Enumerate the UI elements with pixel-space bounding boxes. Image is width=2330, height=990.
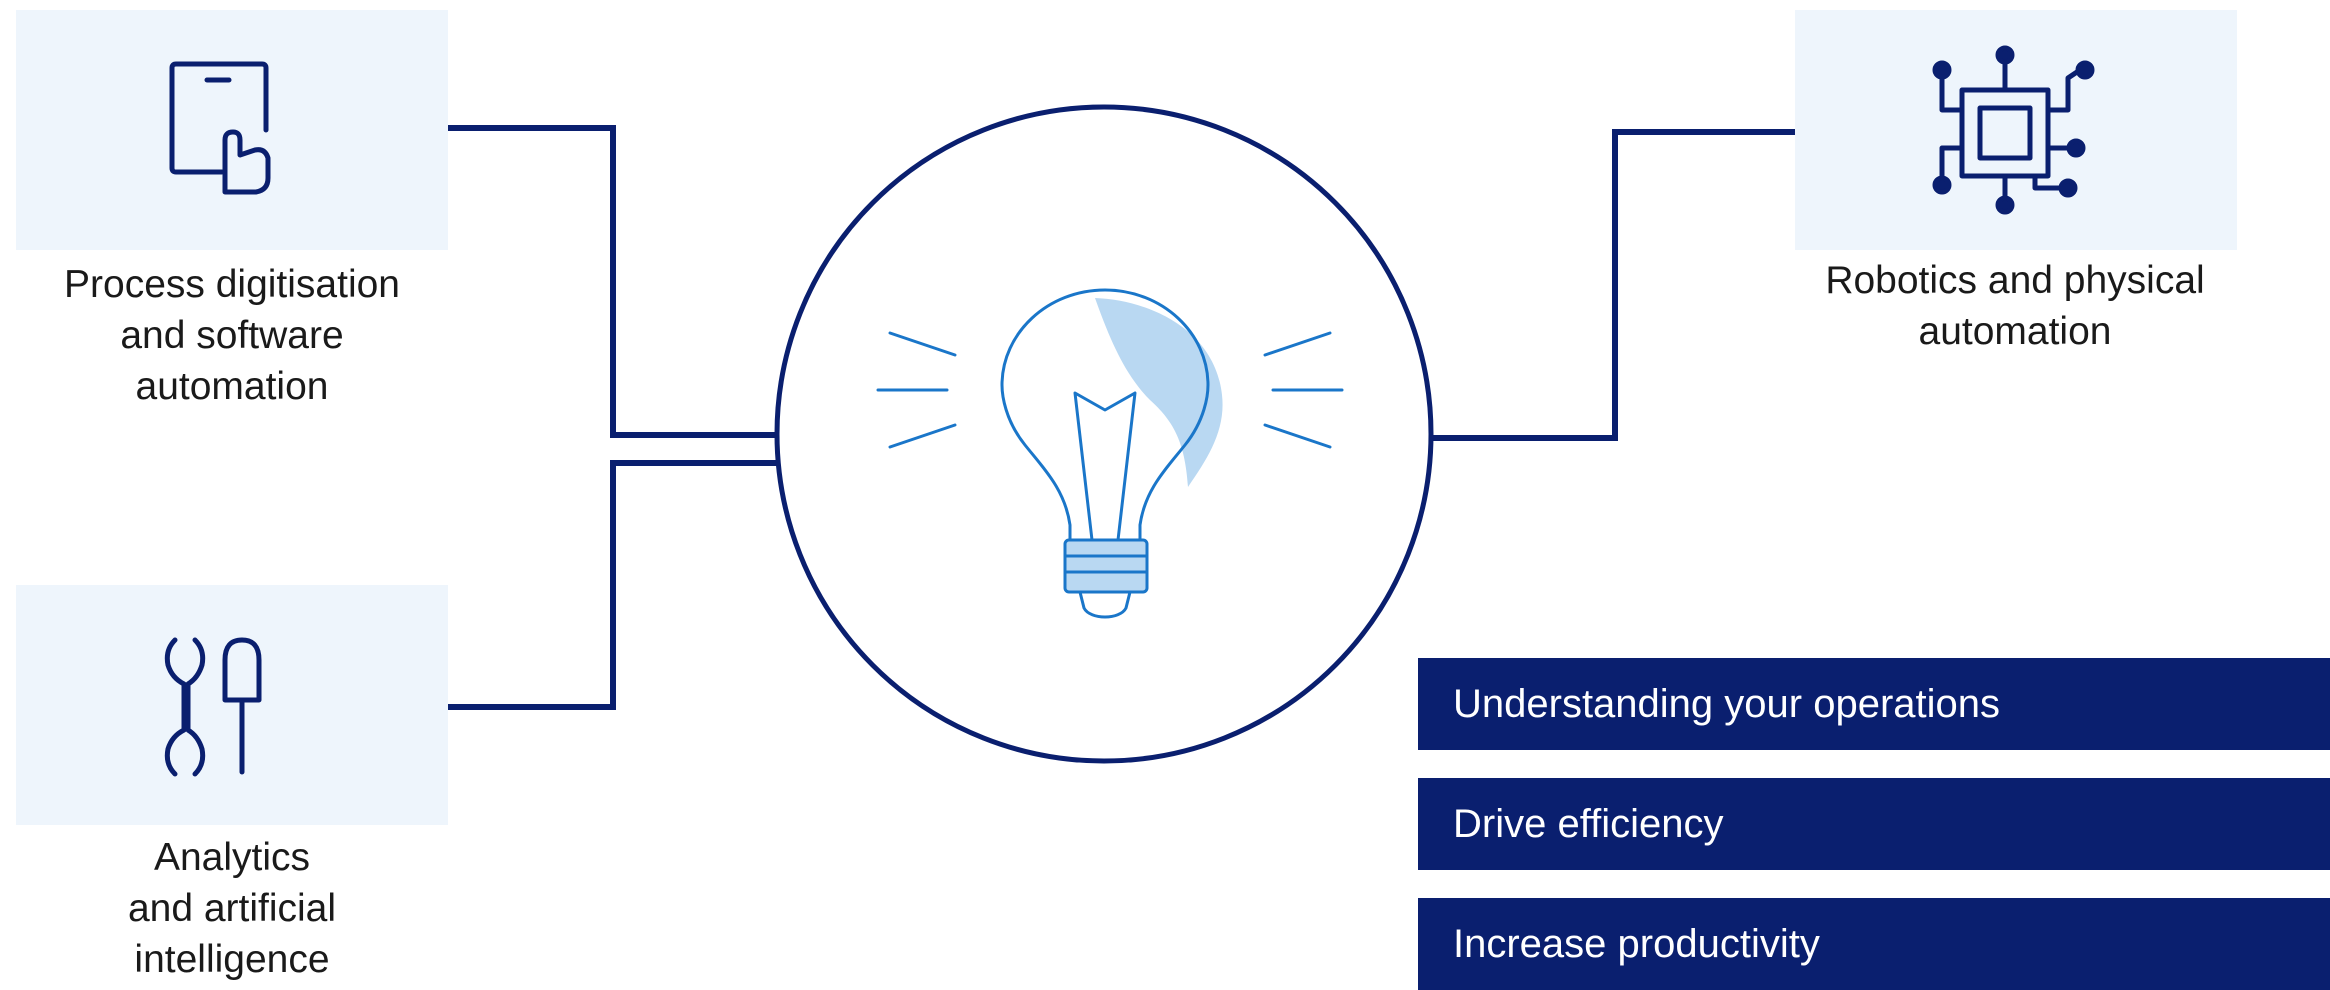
benefit-bar-productivity: Increase productivity [1418,898,2330,990]
capability-label-digitisation: Process digitisation and software automa… [64,263,400,408]
center-circle [774,104,1434,764]
capability-label-robotics: Robotics and physical automation [1825,259,2205,353]
lightbulb-icon [876,288,1344,619]
connector-analytics [448,460,777,710]
tablet-touch-icon [169,61,271,195]
circuit-chip-icon [1932,45,2095,215]
capability-label-analytics: Analytics and artificial intelligence [127,836,337,981]
tools-icon [164,637,262,777]
connector-digitisation [448,125,777,438]
connector-robotics [1432,129,1795,441]
benefit-bar-understanding: Understanding your operations [1418,658,2330,750]
benefit-bar-efficiency: Drive efficiency [1418,778,2330,870]
